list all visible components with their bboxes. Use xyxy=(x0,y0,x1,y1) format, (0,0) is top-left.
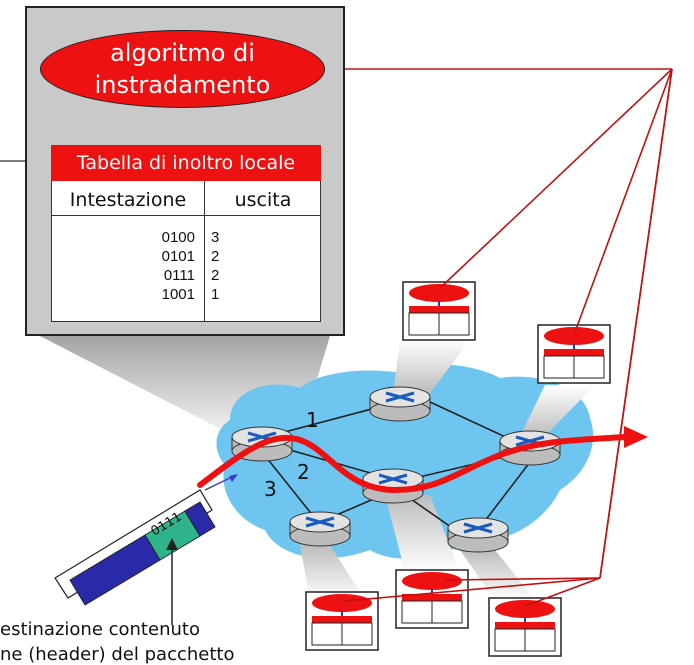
beam-center-router xyxy=(385,495,460,572)
router-top xyxy=(369,386,431,422)
forwarding-path xyxy=(197,434,628,494)
caption-arrowhead xyxy=(166,538,178,550)
caption-line-1: estinazione contenuto xyxy=(0,619,200,640)
table-col-header: Intestazione xyxy=(69,189,187,211)
link-label-2: 2 xyxy=(297,460,310,484)
packet-arrow xyxy=(204,475,235,491)
row-header-value: 1001 xyxy=(161,286,195,303)
packet xyxy=(54,489,216,606)
packet-arrowhead xyxy=(229,474,238,482)
forwarding-path-arrowhead xyxy=(624,426,648,448)
routing-algorithm: algoritmo di instradamento xyxy=(40,30,325,108)
link-label-1: 1 xyxy=(306,408,319,432)
row-output-value: 2 xyxy=(211,248,220,265)
router-bottom-right xyxy=(447,517,509,553)
table-header-divider xyxy=(51,215,321,216)
algorithm-connectors xyxy=(327,68,673,607)
mini-box-bottom-center xyxy=(395,569,469,629)
table-row: 0111 2 xyxy=(135,266,241,285)
table-row: 0101 2 xyxy=(135,247,241,266)
row-header-value: 0100 xyxy=(161,229,195,246)
beam-bottom-left-router xyxy=(300,545,365,600)
row-output-value: 3 xyxy=(211,229,220,246)
row-output-value: 2 xyxy=(211,267,220,284)
table-col-output: uscita xyxy=(234,189,292,211)
table-column-divider xyxy=(204,181,205,322)
caption-line-2: ne (header) del pacchetto xyxy=(0,644,235,665)
network-cloud xyxy=(216,364,594,559)
table-row: 1001 1 xyxy=(135,285,241,304)
row-output-value: 1 xyxy=(211,286,220,303)
row-header-value: 0101 xyxy=(161,248,195,265)
router-bottom-left xyxy=(289,511,351,547)
forwarding-table-title: Tabella di inoltro locale xyxy=(51,145,321,181)
beam-bottom-right-router xyxy=(460,550,535,600)
row-header-value: 0111 xyxy=(163,267,195,284)
routing-algorithm-label-1: algoritmo di xyxy=(110,39,255,67)
table-row: 0100 3 xyxy=(135,228,241,247)
routing-algorithm-label-2: instradamento xyxy=(94,71,271,99)
link-label-3: 3 xyxy=(264,477,277,501)
beam-right-router xyxy=(520,385,595,436)
mini-box-right xyxy=(537,324,611,384)
mini-routing-boxes xyxy=(305,281,611,657)
table-rows: 0100 3 0101 2 0111 2 1001 1 xyxy=(135,228,241,304)
mini-box-bottom-right xyxy=(488,597,562,657)
beam-top-router xyxy=(393,340,470,393)
mini-box-bottom-left xyxy=(305,591,379,651)
mini-box-top xyxy=(402,281,476,341)
